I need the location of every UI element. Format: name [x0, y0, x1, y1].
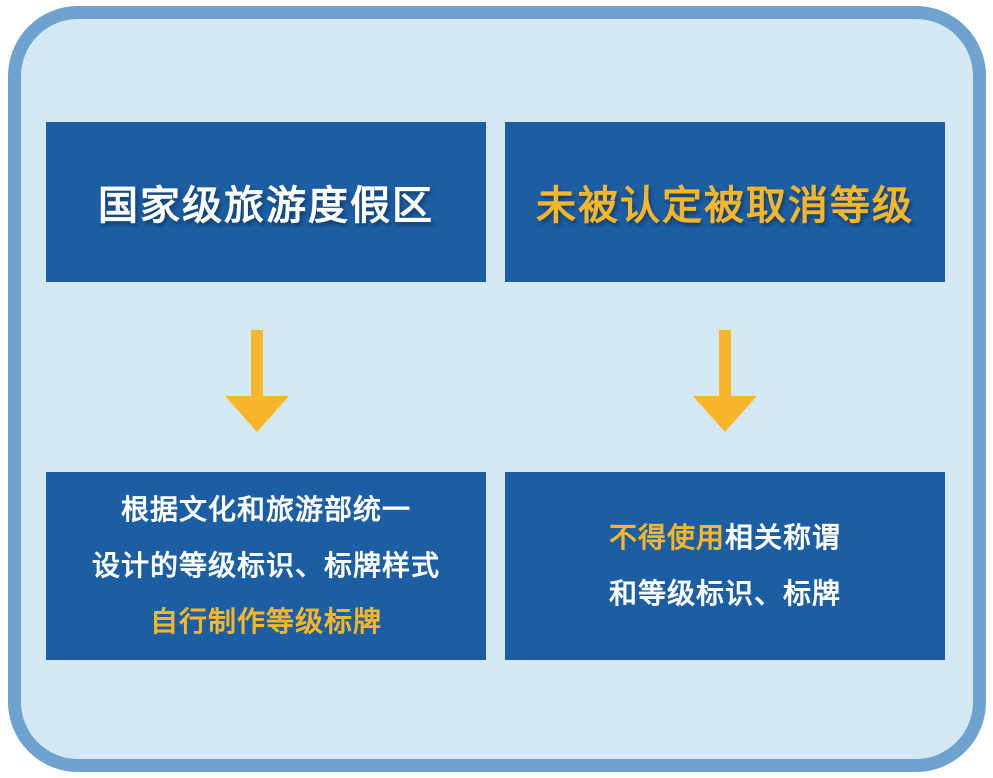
- left-body-box: 根据文化和旅游部统一 设计的等级标识、标牌样式 自行制作等级标牌: [46, 472, 486, 660]
- right-body-box: 不得使用相关称谓 和等级标识、标牌: [505, 472, 945, 660]
- down-arrow-icon: [693, 330, 757, 432]
- left-body-line-1: 根据文化和旅游部统一: [120, 493, 411, 526]
- left-title: 国家级旅游度假区: [98, 183, 434, 229]
- down-arrow-icon: [225, 330, 289, 432]
- right-body-line-2: 和等级标识、标牌: [608, 577, 841, 610]
- right-title-box: 未被认定被取消等级: [505, 122, 945, 282]
- right-title: 未被认定被取消等级: [536, 183, 914, 229]
- left-title-box: 国家级旅游度假区: [46, 122, 486, 282]
- right-body-line-1: 不得使用相关称谓: [609, 510, 841, 566]
- left-body-line-3: 自行制作等级标牌: [149, 605, 382, 638]
- left-body-line-2: 设计的等级标识、标牌样式: [91, 549, 440, 582]
- right-body-line-1-rest: 相关称谓: [725, 521, 842, 554]
- right-body-highlight: 不得使用: [608, 521, 725, 554]
